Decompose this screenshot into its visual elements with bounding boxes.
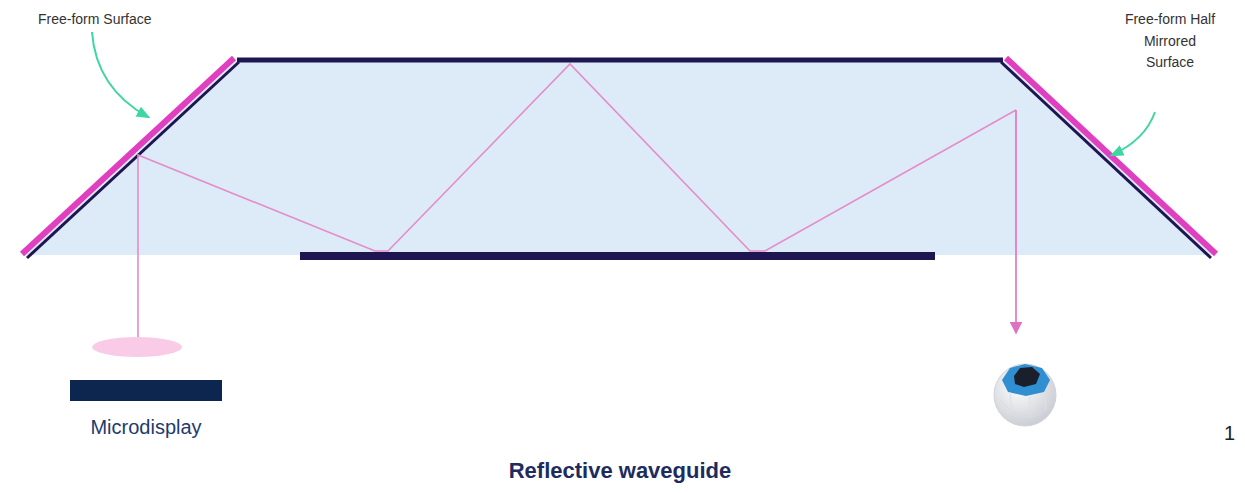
half-mirror-surface-edge bbox=[1001, 62, 1211, 258]
callout-arrow bbox=[1112, 112, 1155, 155]
microdisplay-bar bbox=[70, 380, 222, 401]
freeform-surface bbox=[22, 58, 234, 254]
part-label: Microdisplay bbox=[90, 412, 201, 443]
bottom-surface bbox=[300, 252, 935, 260]
light-spot bbox=[92, 337, 182, 357]
light-ray-out bbox=[1015, 110, 1017, 332]
callout-label: Free-form Half Mirrored Surface bbox=[1118, 9, 1222, 74]
eye-icon bbox=[994, 364, 1056, 426]
callout-label: Free-form Surface bbox=[38, 9, 152, 31]
page-number: 1 bbox=[1224, 418, 1235, 449]
callout-arrow bbox=[92, 32, 148, 117]
freeform-surface-edge bbox=[27, 62, 239, 258]
half-mirror-surface bbox=[1006, 58, 1216, 254]
top-surface bbox=[237, 58, 1003, 63]
caption: Reflective waveguide bbox=[509, 454, 732, 488]
light-ray bbox=[138, 64, 1016, 345]
